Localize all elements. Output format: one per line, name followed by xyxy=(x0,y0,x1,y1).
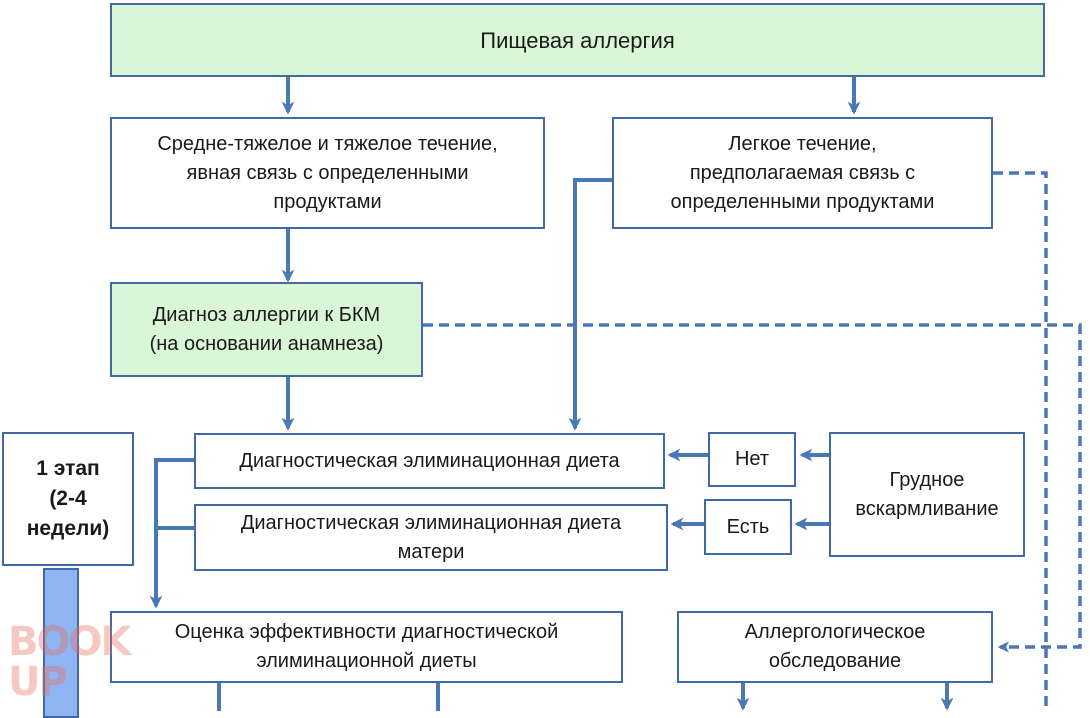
arrow-diets-to-evaluation xyxy=(149,458,194,609)
node-yes-label: Есть xyxy=(726,515,770,538)
node-cma-diagnosis: Диагноз аллергии к БКМ (на основании ана… xyxy=(110,282,423,377)
node-allergy-exam: Аллергологическое обследование xyxy=(677,611,993,683)
node-food-allergy-label: Пищевая аллергия xyxy=(480,27,675,53)
node-allergy-exam-label: Аллергологическое обследование xyxy=(744,621,926,672)
node-evaluation-label: Оценка эффективности диагностической эли… xyxy=(174,621,559,672)
arrow-mild-to-diet xyxy=(568,178,613,431)
node-cma-diagnosis-label: Диагноз аллергии к БКМ (на основании ана… xyxy=(149,303,384,355)
node-food-allergy: Пищевая аллергия xyxy=(110,3,1045,77)
node-yes: Есть xyxy=(704,499,792,555)
node-elimination-diet-label: Диагностическая элиминационная диета xyxy=(239,449,620,472)
node-elimination-diet: Диагностическая элиминационная диета xyxy=(194,433,665,489)
node-mild-course: Легкое течение, предполагаемая связь с о… xyxy=(612,117,993,229)
node-breastfeeding: Грудное вскармливание xyxy=(829,432,1025,557)
node-severe-course: Средне-тяжелое и тяжелое течение, явная … xyxy=(110,117,545,229)
node-maternal-diet: Диагностическая элиминационная диета мат… xyxy=(194,504,668,571)
node-maternal-diet-label: Диагностическая элиминационная диета мат… xyxy=(240,511,622,563)
node-severe-course-label: Средне-тяжелое и тяжелое течение, явная … xyxy=(157,132,498,213)
node-breastfeeding-label: Грудное вскармливание xyxy=(855,468,999,520)
node-no-label: Нет xyxy=(734,448,770,470)
node-stage-label: 1 этап (2-4 недели) xyxy=(26,457,110,540)
node-no: Нет xyxy=(708,432,796,487)
node-mild-course-label: Легкое течение, предполагаемая связь с о… xyxy=(670,132,935,213)
node-evaluation: Оценка эффективности диагностической эли… xyxy=(110,611,623,683)
node-stage: 1 этап (2-4 недели) xyxy=(2,432,134,566)
